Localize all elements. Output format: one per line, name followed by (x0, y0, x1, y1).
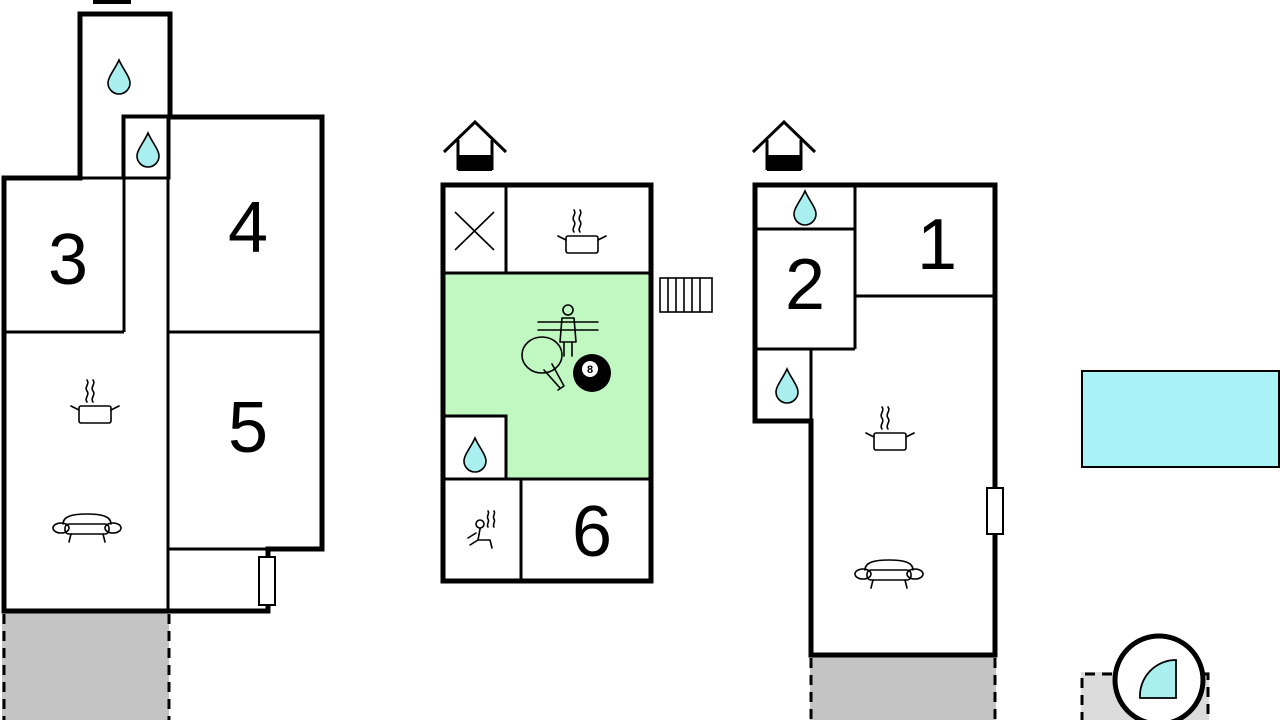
kitchen-pot-icon (557, 209, 607, 254)
sofa-icon (52, 513, 122, 543)
stairs-icon (659, 277, 713, 313)
water-drop-icon (775, 368, 799, 404)
table-tennis-icon (521, 336, 565, 391)
room-3-label: 3 (48, 220, 88, 300)
foosball-icon (537, 304, 599, 357)
terrace (810, 656, 996, 720)
hot-tub-area (1080, 633, 1210, 720)
kitchen-pot-icon (70, 379, 120, 424)
storage-cross-icon (454, 211, 495, 251)
water-drop-icon (136, 132, 160, 168)
door-icon (986, 487, 1004, 535)
pool (1081, 370, 1280, 468)
kitchen-pot-icon (865, 406, 915, 451)
house-entrance-icon (751, 120, 817, 173)
room-4-label: 4 (228, 188, 268, 268)
room-2-label: 2 (785, 245, 825, 325)
room-1-label: 1 (917, 205, 957, 285)
house-entrance-icon (442, 120, 508, 173)
right-building: 1 2 (751, 120, 1004, 720)
sauna-icon (467, 510, 496, 549)
outer-wall (752, 182, 998, 658)
outer-wall (440, 182, 654, 584)
middle-building: 6 8 (440, 120, 713, 584)
sofa-icon (854, 559, 924, 589)
water-drop-icon (793, 190, 817, 226)
hot-tub-icon (1112, 633, 1206, 720)
terrace (2, 612, 169, 720)
svg-text:8: 8 (587, 364, 593, 376)
outer-wall (1, 11, 325, 614)
room-5-label: 5 (228, 388, 268, 468)
left-building: 3 4 5 (1, 0, 325, 720)
water-drop-icon (107, 59, 131, 95)
room-6-label: 6 (572, 492, 612, 572)
billiard-ball-icon: 8 (573, 354, 611, 392)
door-icon (258, 556, 276, 606)
